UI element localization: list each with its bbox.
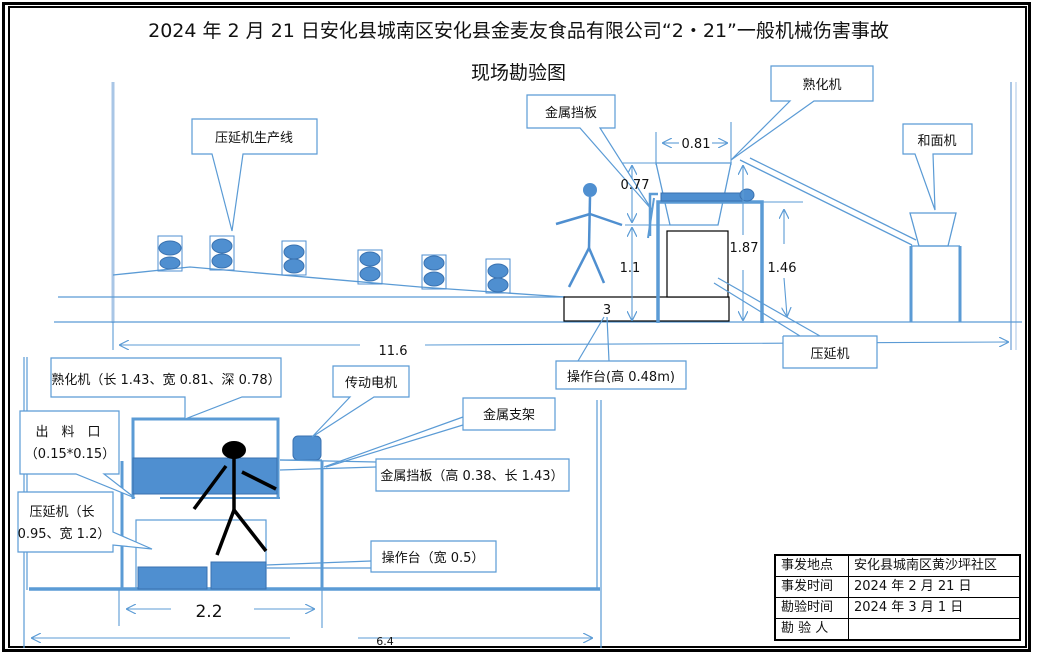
label-aging-dims: 熟化机（长 1.43、宽 0.81、深 0.78） <box>51 372 280 388</box>
machine-frame <box>656 200 764 323</box>
diagram-subtitle: 现场勘验图 <box>470 62 566 84</box>
callout-drive-motor <box>311 365 410 438</box>
label-platform-height: 操作台(高 0.48m) <box>567 369 675 385</box>
dimension-lines-side <box>112 122 1008 350</box>
callout-outlet <box>19 410 136 499</box>
roller-unit <box>209 235 235 271</box>
label-rolling-machine: 压延机 <box>810 347 849 362</box>
dimension-lines-top <box>32 589 592 638</box>
table-row: 事发时间 2024 年 2 月 21 日 <box>774 576 1021 598</box>
roller-unit <box>421 254 447 290</box>
callout-platform-width <box>265 540 497 573</box>
dim-total-length: 11.6 <box>379 344 408 359</box>
top-bar <box>660 192 744 202</box>
table-row: 事发地点 安化县城南区黄沙坪社区 <box>774 554 1021 577</box>
side-view <box>54 65 1022 390</box>
dim-height-1-46: 1.46 <box>768 261 797 276</box>
dim-hopper-height: 0.77 <box>621 178 650 193</box>
callout-metal-baffle <box>526 94 653 211</box>
label-outlet: 出 料 口 <box>35 425 100 440</box>
operating-platform <box>563 296 730 322</box>
row-value: 2024 年 2 月 21 日 <box>848 576 1021 598</box>
row-value <box>848 618 1021 641</box>
top-view <box>17 357 602 648</box>
dim-inner-width: 2.2 <box>195 602 222 622</box>
dim-height-1-87: 1.87 <box>730 241 759 256</box>
label-metal-baffle: 金属挡板 <box>545 105 597 121</box>
person-figure-side <box>555 183 623 288</box>
platform-block-right <box>210 561 267 590</box>
callout-platform <box>555 316 687 390</box>
row-label: 事发地点 <box>774 554 849 577</box>
callout-aging-machine <box>730 65 874 161</box>
roller-unit <box>357 249 383 285</box>
label-outlet-size: （0.15*0.15） <box>25 447 115 462</box>
callout-aging-dims <box>50 357 282 420</box>
label-metal-baffle-dims: 金属挡板（高 0.38、长 1.43） <box>380 468 563 484</box>
aging-machine-fill <box>132 457 278 495</box>
callout-metal-bracket <box>323 397 556 468</box>
callout-metal-baffle-dims <box>279 458 570 492</box>
person-figure-top <box>192 441 277 556</box>
row-label: 事发时间 <box>774 576 849 598</box>
label-dough-mixer: 和面机 <box>917 134 956 149</box>
inner-border <box>8 6 1027 648</box>
label-aging-machine: 熟化机 <box>802 77 841 93</box>
dim-height-1-1: 1.1 <box>620 261 641 276</box>
label-platform-width: 操作台（宽 0.5） <box>382 550 485 566</box>
row-value: 2024 年 3 月 1 日 <box>848 597 1021 619</box>
callout-production-line <box>191 118 318 232</box>
label-drive-motor: 传动电机 <box>345 376 397 391</box>
rolling-machine-box <box>666 230 729 298</box>
dim-platform-length: 3 <box>603 303 611 318</box>
platform-block-left <box>137 566 208 590</box>
roller-unit <box>281 240 307 276</box>
callout-rolling-machine <box>713 277 878 369</box>
drive-wheel <box>739 188 755 202</box>
table-row: 勘 验 人 <box>774 618 1021 641</box>
roller-unit <box>157 235 183 272</box>
callout-dough-mixer <box>902 123 973 211</box>
drive-motor <box>292 435 322 461</box>
label-rolling-dims-2: 0.95、宽 1.2） <box>18 526 111 542</box>
row-label: 勘 验 人 <box>774 618 849 641</box>
dim-total-width: 6.4 <box>376 635 394 648</box>
row-label: 勘验时间 <box>774 597 849 619</box>
table-row: 勘验时间 2024 年 3 月 1 日 <box>774 597 1021 619</box>
row-value: 安化县城南区黄沙坪社区 <box>848 554 1021 577</box>
label-production-line: 压延机生产线 <box>215 131 293 146</box>
incident-info-table: 事发地点 安化县城南区黄沙坪社区 事发时间 2024 年 2 月 21 日 勘验… <box>774 554 1021 641</box>
callout-rolling-dims <box>17 491 153 553</box>
roller-units <box>157 235 511 294</box>
dough-mixer-hopper <box>909 212 957 247</box>
label-rolling-dims-1: 压延机（长 <box>29 505 94 520</box>
dim-aging-width: 0.81 <box>682 137 711 152</box>
label-metal-bracket: 金属支架 <box>483 407 535 423</box>
conveyor-line <box>112 266 566 298</box>
diagram-title: 2024 年 2 月 21 日安化县城南区安化县金麦友食品有限公司“2・21”一… <box>148 20 889 42</box>
roller-unit <box>485 258 511 294</box>
